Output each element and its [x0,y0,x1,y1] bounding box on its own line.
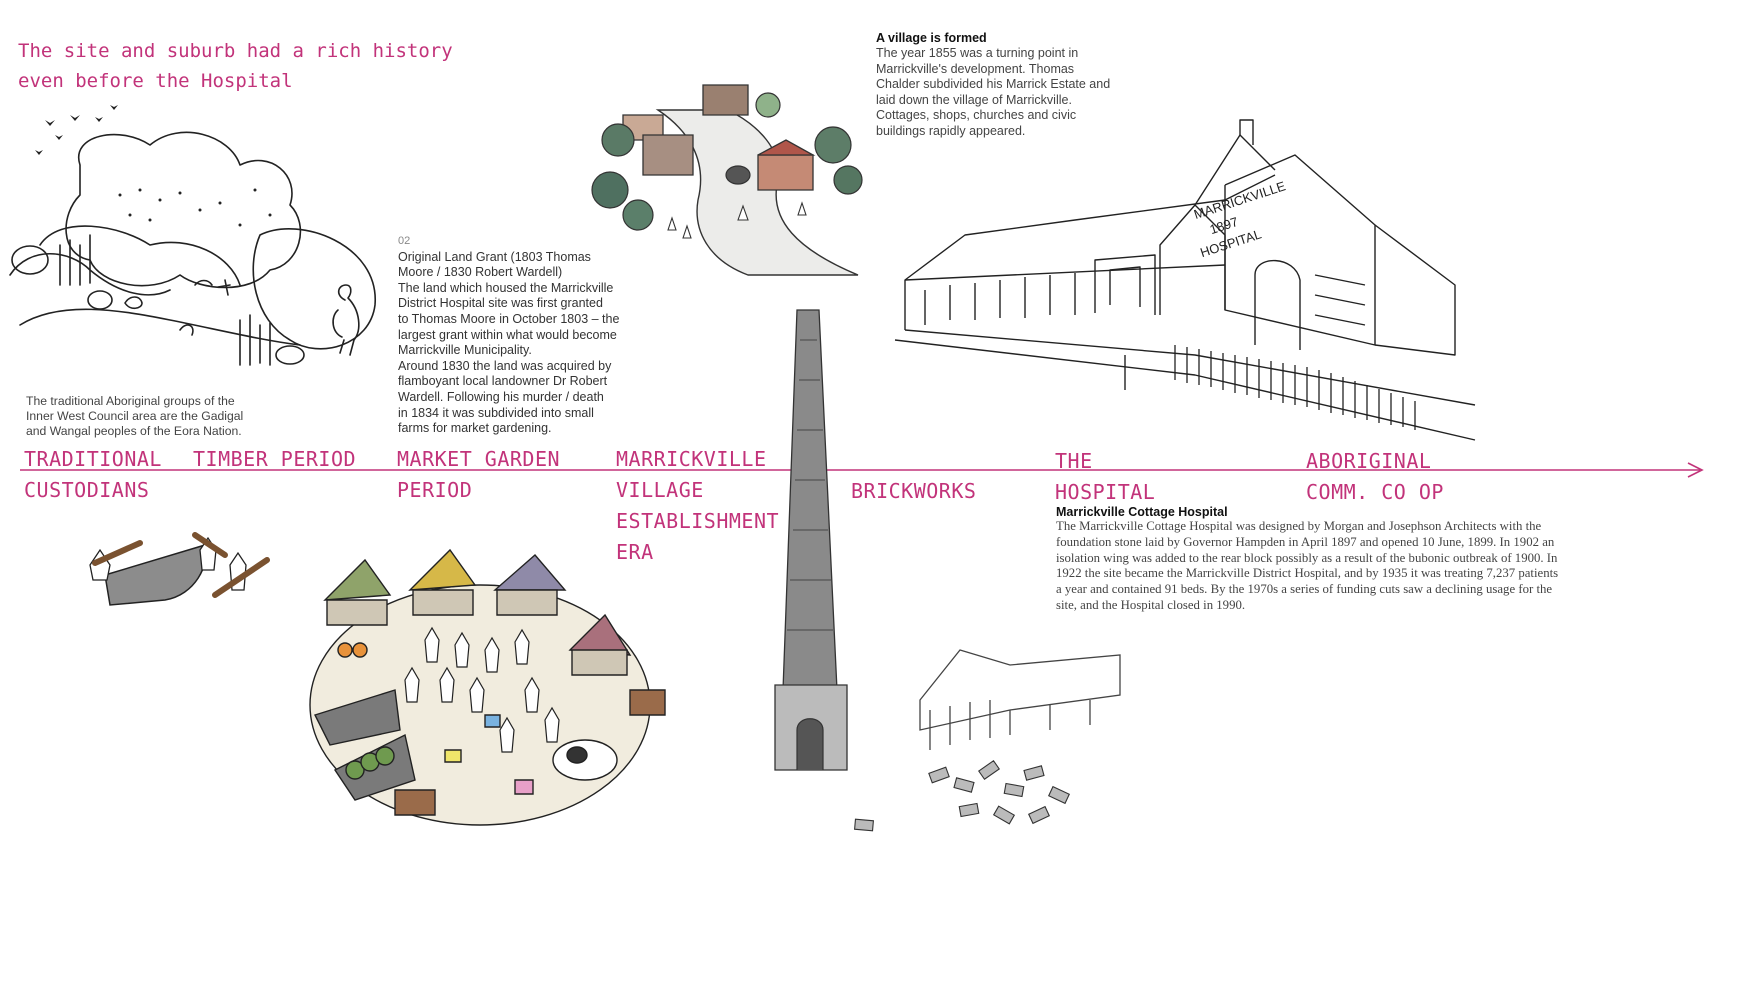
hospital-note-title: Marrickville Cottage Hospital [1056,505,1228,519]
village-note-title: A village is formed [876,31,987,45]
hospital-building-sketch: MARRICKVILLE 1897 HOSPITAL [895,115,1485,445]
svg-text:HOSPITAL: HOSPITAL [1198,226,1263,260]
aboriginal-landscape-sketch [0,105,390,385]
land-grant-number: 02 [398,235,411,247]
land-grant-note: 02 Original Land Grant (1803 Thomas Moor… [398,234,638,437]
page-headline: The site and suburb had a rich history e… [18,40,453,92]
village-note: A village is formed The year 1855 was a … [876,31,1126,140]
era-timber-period: TIMBER PERIOD [193,447,357,471]
era-aboriginal-comm-coop: ABORIGINAL COMM. CO OP [1306,449,1444,504]
brickworks-chimney-sketch [775,300,865,780]
land-grant-body: The land which housed the Marrickville D… [398,280,620,436]
era-village-establishment: MARRICKVILLE VILLAGE ESTABLISHMENT ERA [616,447,780,564]
era-brickworks: BRICKWORKS [851,479,977,503]
era-the-hospital: THE HOSPITAL [1055,449,1156,504]
svg-text:MARRICKVILLE: MARRICKVILLE [1192,178,1288,222]
aboriginal-note: The traditional Aboriginal groups of the… [26,394,244,438]
timber-boat-sketch [85,525,270,610]
hospital-note: Marrickville Cottage Hospital The Marric… [1056,505,1561,614]
land-grant-title: Original Land Grant (1803 Thomas Moore /… [398,249,591,280]
village-street-sketch [598,70,868,280]
timeline-arrow [0,455,1754,485]
era-traditional-custodians: TRADITIONAL CUSTODIANS [24,447,162,502]
brickworks-shed-sketch [900,640,1125,850]
market-garden-sketch [285,530,675,835]
village-note-body: The year 1855 was a turning point in Mar… [876,46,1111,138]
era-market-garden-period: MARKET GARDEN PERIOD [397,447,561,502]
hospital-note-body: The Marrickville Cottage Hospital was de… [1056,519,1559,612]
